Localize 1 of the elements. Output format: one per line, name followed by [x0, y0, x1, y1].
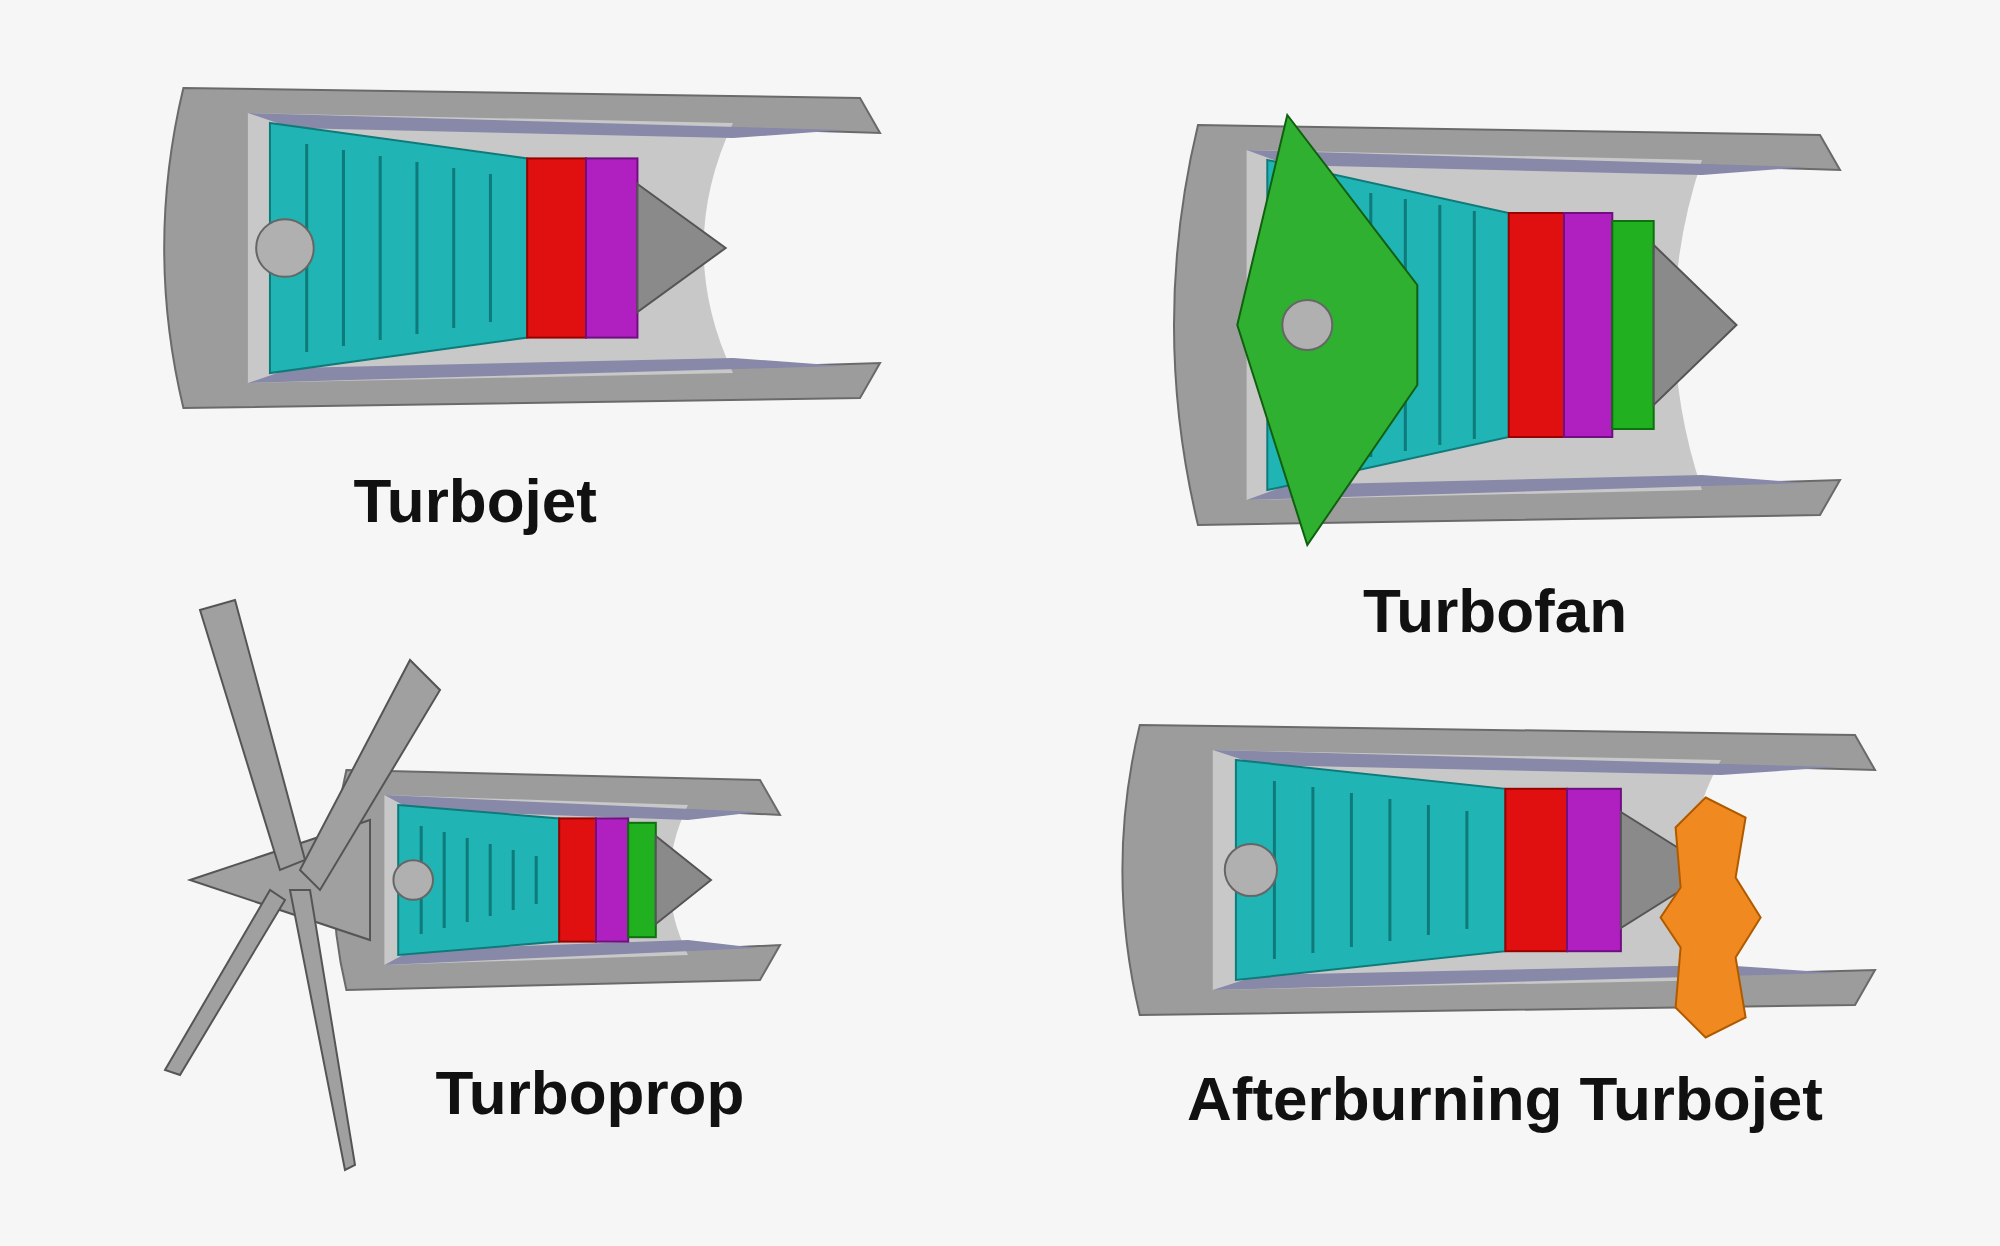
engine-caption: Turbofan [1363, 580, 1627, 642]
